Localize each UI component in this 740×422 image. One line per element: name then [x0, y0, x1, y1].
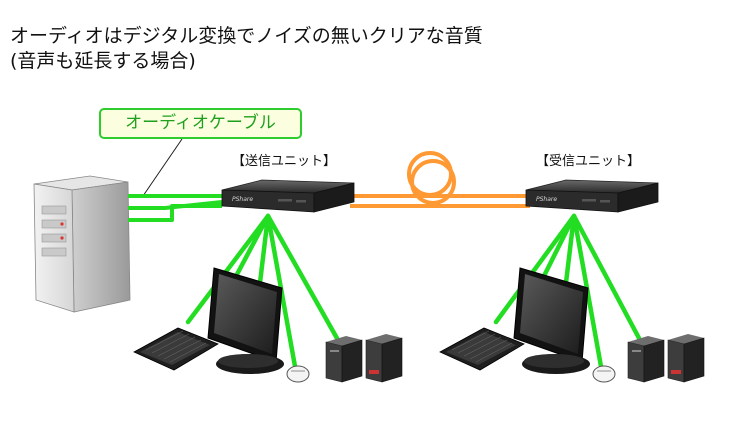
- receiver-keyboard: [439, 327, 525, 371]
- receiver-mouse: [592, 365, 616, 383]
- transmitter-brand: PShare: [232, 196, 253, 203]
- transmitter-keyboard: [133, 327, 219, 371]
- receiver-pc-2: [667, 334, 705, 383]
- cable-label-leader: [142, 138, 183, 197]
- diagram-title-line1: オーディオはデジタル変換でノイズの無いクリアな音質: [10, 25, 483, 47]
- audio-cables: [128, 194, 223, 222]
- transmitter-label: 【送信ユニット】: [232, 154, 337, 169]
- transmitter-monitor: [207, 267, 284, 374]
- server-tower: [33, 175, 131, 313]
- receiver-unit: PShare: [525, 179, 659, 213]
- receiver-pc-1: [627, 336, 665, 383]
- link-cable: [350, 151, 530, 208]
- transmitter-pc-2: [365, 334, 403, 383]
- receiver-brand: PShare: [536, 196, 557, 203]
- transmitter-pc-1: [325, 336, 363, 383]
- transmitter-unit: PShare: [221, 179, 355, 213]
- transmitter-mouse: [286, 365, 310, 383]
- receiver-label: 【受信ユニット】: [536, 154, 641, 169]
- audio-cable-label: オーディオケーブル: [99, 108, 302, 139]
- receiver-monitor: [513, 267, 590, 374]
- diagram-title-line2: (音声も延長する場合): [10, 50, 196, 72]
